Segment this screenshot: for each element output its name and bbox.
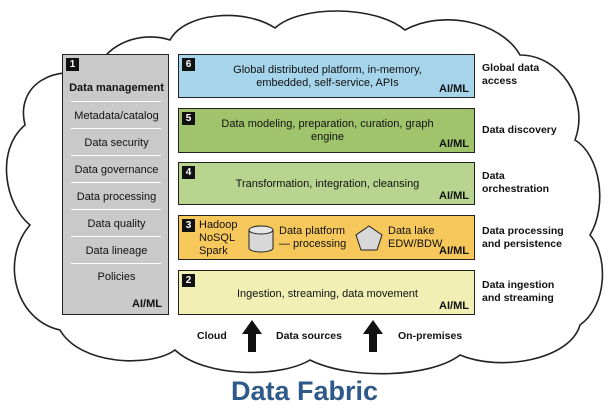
label-cloud: Cloud [197, 330, 227, 342]
layer-3-data-platform: 3 Hadoop NoSQL Spark Data platform — pro… [178, 215, 475, 260]
pentagon-icon [355, 225, 383, 251]
up-arrow-icon [242, 320, 262, 352]
platform-line1: Data platform [279, 225, 346, 237]
label-line1: Data discovery [482, 124, 557, 136]
label-global-data-access: Global data access [482, 62, 539, 88]
layer-text-line2: engine [310, 131, 345, 143]
layer-aiml: AI/ML [439, 138, 469, 150]
label-data-orchestration: Data orchestration [482, 170, 549, 196]
layer-aiml: AI/ML [439, 83, 469, 95]
datalake-line2: EDW/BDW [388, 238, 443, 250]
panel-number: 1 [66, 58, 79, 71]
panel-aiml: AI/ML [132, 298, 162, 310]
data-management-panel: 1 Data management Metadata/catalog Data … [62, 54, 169, 315]
layer-aiml: AI/ML [439, 190, 469, 202]
tech-spark: Spark [199, 245, 228, 257]
label-line2: and persistence [482, 238, 562, 250]
platform-line2: — processing [279, 238, 347, 250]
divider [71, 101, 161, 102]
tech-hadoop: Hadoop [199, 219, 238, 231]
label-line1: Global data [482, 62, 540, 74]
label-data-sources: Data sources [276, 330, 342, 342]
cylinder-icon [248, 225, 274, 253]
layer-number: 4 [182, 166, 195, 179]
layer-text-line2: embedded, self-service, APIs [256, 77, 399, 89]
layer-4-transformation: 4 Transformation, integration, cleansing… [178, 162, 475, 205]
divider [71, 155, 161, 156]
layer-5-data-modeling: 5 Data modeling, preparation, curation, … [178, 108, 475, 153]
label-data-discovery: Data discovery [482, 124, 557, 137]
panel-item: Metadata/catalog [74, 110, 159, 122]
label-line1: Data ingestion [482, 279, 555, 291]
layer-number: 6 [182, 58, 195, 71]
page-title: Data Fabric [230, 376, 379, 406]
layer-number: 5 [182, 112, 195, 125]
panel-item: Data security [84, 137, 149, 149]
label-on-premises: On-premises [398, 330, 463, 342]
label-line2: access [482, 75, 518, 87]
panel-item: Data lineage [85, 245, 148, 257]
layer-aiml: AI/ML [439, 300, 469, 312]
layer-text-line1: Ingestion, streaming, data movement [237, 288, 418, 300]
panel-item: Data governance [74, 164, 159, 176]
layer-text-line1: Transformation, integration, cleansing [235, 178, 420, 190]
panel-item: Data quality [87, 218, 146, 230]
label-line2: and streaming [482, 292, 554, 304]
label-data-ingestion: Data ingestion and streaming [482, 279, 554, 305]
panel-item: Data processing [76, 191, 157, 203]
up-arrow-icon [363, 320, 383, 352]
layer-2-ingestion: 2 Ingestion, streaming, data movement AI… [178, 270, 475, 315]
panel-item: Policies [97, 271, 136, 283]
datalake-line1: Data lake [388, 225, 435, 237]
layer-number: 3 [182, 219, 195, 232]
label-line2: orchestration [482, 183, 550, 195]
layer-aiml: AI/ML [439, 245, 469, 257]
tech-nosql: NoSQL [199, 232, 236, 244]
label-data-processing: Data processing and persistence [482, 225, 564, 251]
layer-text-line1: Global distributed platform, in-memory, [233, 64, 422, 76]
panel-title: Data management [69, 82, 164, 94]
divider [71, 182, 161, 183]
layer-number: 2 [182, 274, 195, 287]
layer-6-global-platform: 6 Global distributed platform, in-memory… [178, 54, 475, 98]
layer-text-line1: Data modeling, preparation, curation, gr… [221, 118, 434, 130]
divider [71, 236, 161, 237]
label-line1: Data [482, 170, 505, 182]
label-line1: Data processing [482, 225, 564, 237]
divider [71, 263, 161, 264]
divider [71, 209, 161, 210]
divider [71, 128, 161, 129]
